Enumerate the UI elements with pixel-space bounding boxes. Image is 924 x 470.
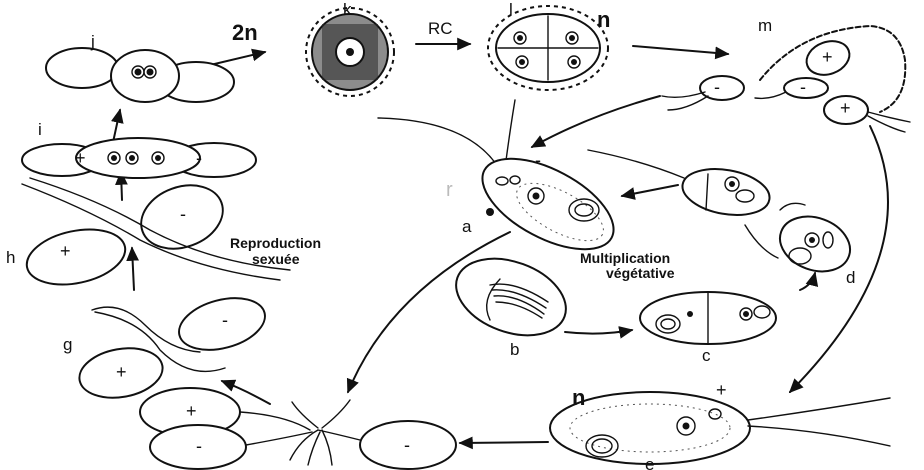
stage-j-fusing-gametes	[46, 48, 234, 102]
minus-sign: -	[714, 77, 720, 97]
sexual-reproduction-title: Reproduction	[230, 235, 321, 251]
label-m: m	[758, 16, 772, 35]
arrow-c-to-d	[800, 273, 815, 290]
ploidy-2n-label: 2n	[232, 20, 258, 45]
ploidy-n-label-top: n	[597, 7, 610, 32]
label-i: i	[38, 120, 42, 139]
minus-sign: -	[196, 436, 202, 456]
label-j: j	[90, 32, 95, 51]
ploidy-n-label-bottom: n	[572, 385, 585, 410]
stage-b-dividing-cell	[445, 245, 576, 350]
vegetative-multiplication-subtitle: végétative	[606, 265, 675, 281]
stage-e-haploid-cell	[550, 392, 890, 464]
arrow-e-to-gametes	[460, 442, 548, 443]
label-b: b	[510, 340, 519, 359]
minus-sign: -	[535, 150, 541, 170]
plus-sign: +	[840, 98, 851, 118]
stage-c-daughter-cells	[640, 292, 776, 344]
label-h: h	[6, 248, 15, 267]
label-e: e	[645, 455, 654, 470]
stage-l-tetrad	[488, 6, 608, 90]
minus-sign: -	[800, 77, 806, 97]
stage-g-gamete-pairing	[75, 289, 270, 403]
label-g: g	[63, 335, 72, 354]
rc-label: RC	[428, 19, 453, 38]
stage-a-vegetative-cell	[378, 100, 628, 268]
stage-h-gamete-pairing	[22, 174, 290, 292]
label-a: a	[462, 217, 472, 236]
plus-sign: +	[186, 401, 197, 421]
plus-sign: +	[60, 241, 71, 261]
minus-sign: -	[180, 204, 186, 224]
arrow-veg-to-a	[622, 185, 678, 196]
plus-sign: +	[822, 47, 833, 67]
label-d: d	[846, 268, 855, 287]
stage-i-fusing-gametes	[22, 138, 256, 178]
cycle-arrows	[112, 44, 888, 443]
label-c: c	[702, 346, 711, 365]
sexual-reproduction-subtitle: sexuée	[252, 251, 300, 267]
stray-r-mark: r	[446, 179, 453, 201]
arrow-l-to-m	[633, 46, 728, 54]
minus-sign: -	[404, 435, 410, 455]
vegetative-multiplication-title: Multiplication	[580, 250, 670, 266]
plus-sign: +	[75, 148, 86, 168]
plus-sign: +	[716, 380, 727, 400]
arrow-g-to-h	[132, 248, 134, 290]
minus-sign: -	[196, 148, 202, 168]
label-k: k	[343, 0, 352, 19]
stage-k-diploid-zygote	[306, 8, 394, 96]
minus-sign: -	[222, 310, 228, 330]
arrow-b-to-c	[565, 330, 632, 334]
plus-sign: +	[116, 362, 127, 382]
arrow-m-to-a	[532, 96, 660, 147]
stage-m-zoospore-release	[662, 26, 910, 132]
label-l: l	[509, 0, 513, 19]
